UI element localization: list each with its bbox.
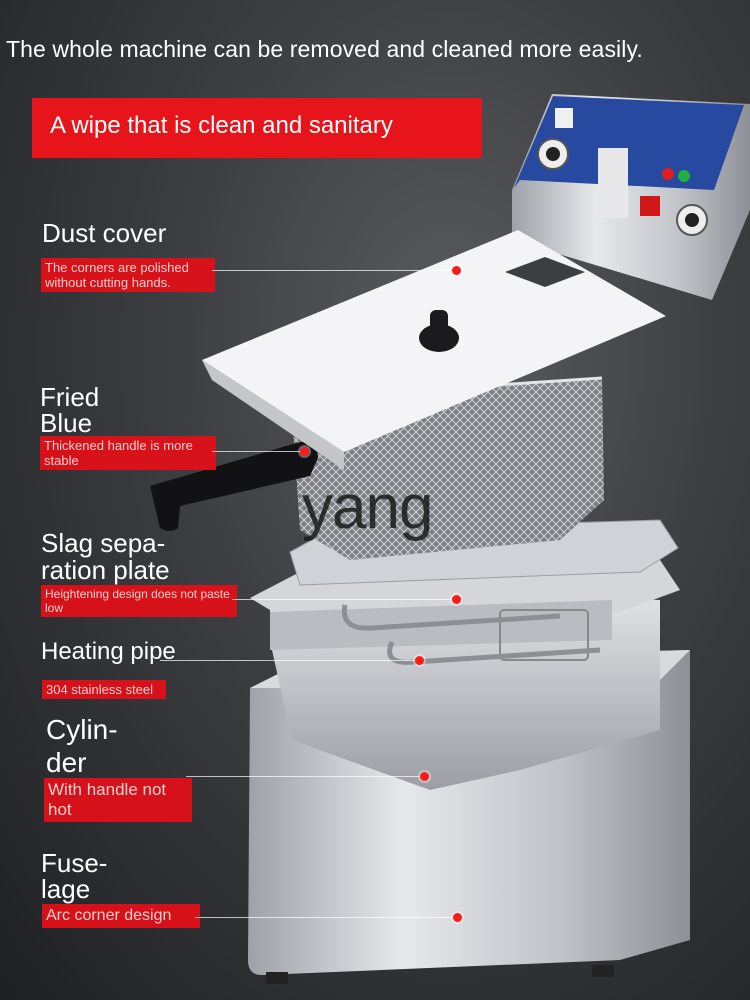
dust-cover-leader bbox=[212, 270, 452, 271]
slag-plate-desc: Heightening design does not paste low bbox=[41, 585, 237, 617]
dust-cover-lid bbox=[202, 230, 666, 470]
fried-blue-title-1: Fried bbox=[40, 382, 100, 412]
dust-cover-dot bbox=[452, 266, 461, 275]
fuselage-title-1: Fuse- bbox=[41, 848, 108, 878]
cylinder-desc: With handle not hot bbox=[44, 778, 192, 822]
heating-pipe-title: Heating pipe bbox=[41, 638, 176, 665]
heating-pipe-desc: 304 stainless steel bbox=[42, 680, 166, 699]
fuselage-desc: Arc corner design bbox=[42, 904, 200, 928]
fried-blue-leader bbox=[212, 451, 300, 452]
banner-text: A wipe that is clean and sanitary bbox=[50, 112, 393, 139]
cylinder-title-1: Cylin- bbox=[46, 714, 118, 745]
banner: A wipe that is clean and sanitary bbox=[32, 98, 482, 158]
watermark: yang bbox=[302, 473, 433, 542]
heating-pipe bbox=[341, 604, 601, 665]
fried-blue-dot bbox=[300, 447, 309, 456]
cylinder-dot bbox=[420, 772, 429, 781]
slag-plate-title-1: Slag sepa- bbox=[41, 528, 166, 558]
slag-plate-title-2: ration plate bbox=[41, 555, 170, 585]
fried-blue-desc: Thickened handle is more stable bbox=[40, 436, 216, 470]
cylinder-title-2: der bbox=[46, 747, 87, 778]
heating-pipe-dot bbox=[415, 656, 424, 665]
dust-cover-title: Dust cover bbox=[42, 218, 167, 248]
fuselage-dot bbox=[453, 913, 462, 922]
cylinder-leader bbox=[186, 776, 420, 777]
fuselage-leader bbox=[195, 917, 453, 918]
headline: The whole machine can be removed and cle… bbox=[6, 36, 643, 62]
slag-plate-leader bbox=[232, 599, 454, 600]
basket-handle bbox=[150, 441, 318, 531]
heating-pipe-leader bbox=[160, 660, 415, 661]
dust-cover-desc: The corners are polished without cutting… bbox=[41, 258, 215, 292]
fried-blue-title-2: Blue bbox=[40, 408, 93, 438]
slag-plate-dot bbox=[452, 595, 461, 604]
fuselage-title-2: lage bbox=[41, 874, 91, 904]
control-box bbox=[512, 94, 750, 300]
